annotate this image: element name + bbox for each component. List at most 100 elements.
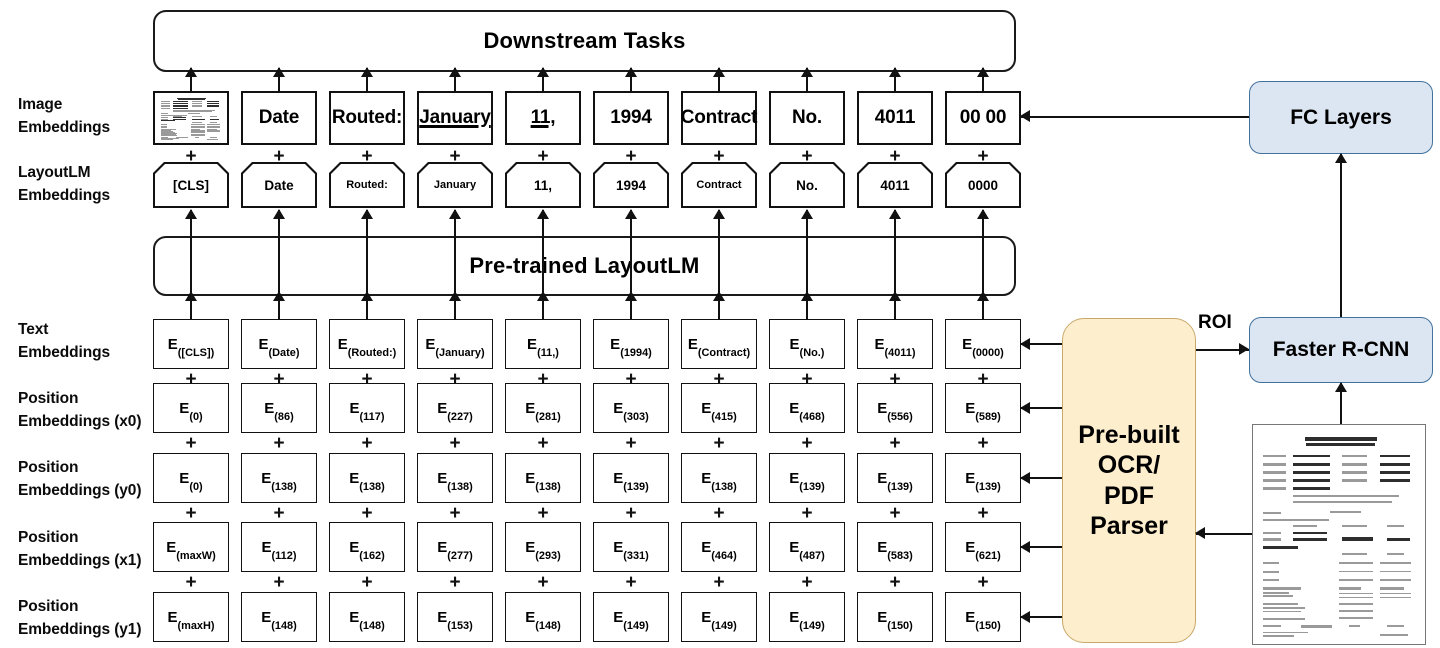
- plus-position-y0-4: +: [537, 503, 549, 524]
- layoutlm-embedding-cell-2[interactable]: Routed:: [329, 162, 405, 208]
- position-x1-cell-0[interactable]: E(maxW): [153, 522, 229, 572]
- position-x1-cell-7[interactable]: E(487): [769, 522, 845, 572]
- image-embedding-cell-5[interactable]: 1994: [593, 91, 669, 145]
- position-y0-cell-4[interactable]: E(138): [505, 453, 581, 503]
- image-embedding-cell-1[interactable]: Date: [241, 91, 317, 145]
- text-embedding-cell-2[interactable]: E(Routed:): [329, 319, 405, 369]
- position-y1-cell-5[interactable]: E(149): [593, 592, 669, 642]
- text-embedding-cell-1[interactable]: E(Date): [241, 319, 317, 369]
- image-embedding-cell-2[interactable]: Routed:: [329, 91, 405, 145]
- position-y1-cell-8[interactable]: E(150): [857, 592, 933, 642]
- position-y1-cell-3[interactable]: E(153): [417, 592, 493, 642]
- position-x1-cell-4[interactable]: E(293): [505, 522, 581, 572]
- layoutlm-embedding-cell-6[interactable]: Contract: [681, 162, 757, 208]
- e-symbol: E: [874, 335, 885, 353]
- position-y1-cell-6[interactable]: E(149): [681, 592, 757, 642]
- position-y1-cell-1[interactable]: E(148): [241, 592, 317, 642]
- position-y1-cell-7[interactable]: E(149): [769, 592, 845, 642]
- plus-image-layoutlm-9: +: [977, 146, 989, 167]
- plus-position-y0-1: +: [273, 503, 285, 524]
- layoutlm-embedding-cell-1[interactable]: Date: [241, 162, 317, 208]
- position-y0-subscript-1: (138): [271, 480, 297, 493]
- position-x0-cell-2[interactable]: E(117): [329, 383, 405, 433]
- bar-connector-top-2: [365, 228, 369, 236]
- layoutlm-embedding-cell-4[interactable]: 11,: [505, 162, 581, 208]
- position-y1-cell-2[interactable]: E(148): [329, 592, 405, 642]
- image-embedding-cell-0[interactable]: [153, 91, 229, 145]
- position-x1-cell-1[interactable]: E(112): [241, 522, 317, 572]
- row-label-text-embeddings: Text Embeddings: [18, 321, 111, 361]
- position-y0-cell-1[interactable]: E(138): [241, 453, 317, 503]
- pretrained-layoutlm-bar[interactable]: Pre-trained LayoutLM: [153, 236, 1016, 296]
- layoutlm-embedding-cell-9[interactable]: 0000: [945, 162, 1021, 208]
- text-embedding-subscript-2: (Routed:): [347, 346, 397, 359]
- text-embedding-cell-3[interactable]: E(January): [417, 319, 493, 369]
- position-y0-cell-7[interactable]: E(139): [769, 453, 845, 503]
- layoutlm-embedding-cell-3[interactable]: January: [417, 162, 493, 208]
- faster-rcnn-block[interactable]: Faster R-CNN: [1249, 317, 1433, 383]
- image-embedding-cell-8[interactable]: 4011: [857, 91, 933, 145]
- position-x0-cell-9[interactable]: E(589): [945, 383, 1021, 433]
- position-y0-cell-5[interactable]: E(139): [593, 453, 669, 503]
- ocr-pdf-parser-block-line-0: Pre-built: [1078, 420, 1180, 449]
- plus-image-layoutlm-5: +: [625, 146, 637, 167]
- position-x0-subscript-9: (589): [975, 410, 1001, 423]
- plus-position-x0-6: +: [713, 433, 725, 454]
- arrow-to-layoutlm-9: [981, 292, 985, 319]
- text-embedding-cell-7[interactable]: E(No.): [769, 319, 845, 369]
- octagon-fill: [947, 164, 1019, 206]
- layoutlm-embedding-cell-0[interactable]: [CLS]: [153, 162, 229, 208]
- position-x0-cell-1[interactable]: E(86): [241, 383, 317, 433]
- fc-layers-block[interactable]: FC Layers: [1249, 81, 1433, 154]
- image-embedding-cell-9[interactable]: 00 00: [945, 91, 1021, 145]
- position-x0-cell-3[interactable]: E(227): [417, 383, 493, 433]
- position-x1-cell-2[interactable]: E(162): [329, 522, 405, 572]
- text-embedding-cell-0[interactable]: E([CLS]): [153, 319, 229, 369]
- text-embedding-cell-8[interactable]: E(4011): [857, 319, 933, 369]
- layoutlm-embedding-cell-5[interactable]: 1994: [593, 162, 669, 208]
- layoutlm-embedding-cell-8[interactable]: 4011: [857, 162, 933, 208]
- position-x0-cell-6[interactable]: E(415): [681, 383, 757, 433]
- image-embedding-cell-6[interactable]: Contract: [681, 91, 757, 145]
- e-symbol: E: [525, 608, 536, 626]
- e-symbol: E: [179, 399, 190, 417]
- position-x1-cell-5[interactable]: E(331): [593, 522, 669, 572]
- position-y1-cell-4[interactable]: E(148): [505, 592, 581, 642]
- position-y1-cell-0[interactable]: E(maxH): [153, 592, 229, 642]
- position-x0-cell-7[interactable]: E(468): [769, 383, 845, 433]
- position-y0-cell-9[interactable]: E(139): [945, 453, 1021, 503]
- plus-position-y0-3: +: [449, 503, 461, 524]
- text-embedding-cell-4[interactable]: E(11,): [505, 319, 581, 369]
- position-x0-cell-5[interactable]: E(303): [593, 383, 669, 433]
- position-x1-cell-8[interactable]: E(583): [857, 522, 933, 572]
- image-embedding-cell-4[interactable]: 11,: [505, 91, 581, 145]
- arrow-to-downstream-7: [805, 68, 809, 91]
- e-symbol: E: [965, 399, 976, 417]
- e-symbol: E: [167, 608, 178, 626]
- position-y0-cell-6[interactable]: E(138): [681, 453, 757, 503]
- position-x1-cell-6[interactable]: E(464): [681, 522, 757, 572]
- layoutlm-token-label-3: January: [433, 179, 477, 191]
- position-x1-cell-9[interactable]: E(621): [945, 522, 1021, 572]
- position-y0-cell-8[interactable]: E(139): [857, 453, 933, 503]
- image-embedding-cell-3[interactable]: January: [417, 91, 493, 145]
- downstream-tasks-bar[interactable]: Downstream Tasks: [153, 10, 1016, 72]
- layoutlm-embedding-cell-7[interactable]: No.: [769, 162, 845, 208]
- position-y1-label-2: E(148): [349, 609, 385, 632]
- text-embedding-cell-9[interactable]: E(0000): [945, 319, 1021, 369]
- position-y1-subscript-9: (150): [975, 619, 1001, 632]
- text-embedding-cell-6[interactable]: E(Contract): [681, 319, 757, 369]
- position-y0-cell-0[interactable]: E(0): [153, 453, 229, 503]
- arrow-layoutlm-out-2-head: [360, 209, 373, 219]
- text-embedding-cell-5[interactable]: E(1994): [593, 319, 669, 369]
- position-y0-cell-2[interactable]: E(138): [329, 453, 405, 503]
- position-x0-cell-4[interactable]: E(281): [505, 383, 581, 433]
- plus-position-y0-9: +: [977, 503, 989, 524]
- position-x1-cell-3[interactable]: E(277): [417, 522, 493, 572]
- position-y0-cell-3[interactable]: E(138): [417, 453, 493, 503]
- position-x0-cell-0[interactable]: E(0): [153, 383, 229, 433]
- position-y1-cell-9[interactable]: E(150): [945, 592, 1021, 642]
- position-x0-cell-8[interactable]: E(556): [857, 383, 933, 433]
- image-embedding-cell-7[interactable]: No.: [769, 91, 845, 145]
